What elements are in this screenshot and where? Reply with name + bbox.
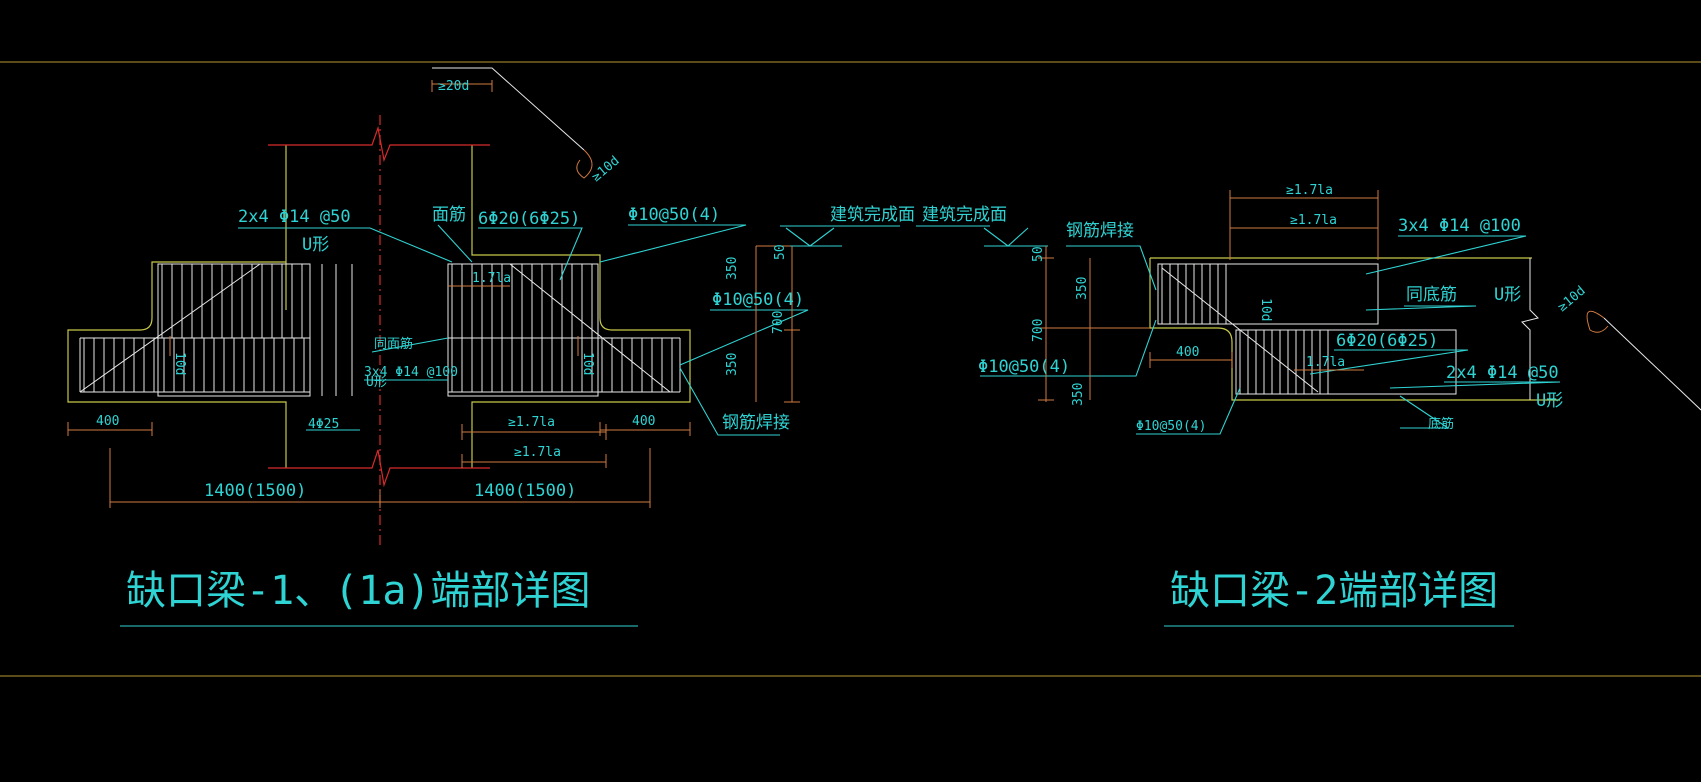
dim-la-inner: 1.7la [1306,355,1345,370]
label-weld-1: 钢筋焊接 [722,413,790,433]
label-u-shape-top: U形 [1494,285,1521,305]
detail-2: 建筑完成面 钢筋焊接 3x4 Φ14 @100 U形 同底筋 6Φ20(6Φ25… [916,183,1701,627]
label-10d-2: 10d [1258,298,1273,321]
dim-1400-left: 1400(1500) [204,481,306,501]
hook-bend-2 [1586,310,1609,333]
leader-u-top [1365,235,1527,275]
finished-surface-symbol-1 [770,225,900,247]
dim-50: 50 [773,244,788,260]
label-stirrup-2: Φ10@50(4) [978,357,1070,377]
rebar-cage-left [79,263,311,397]
label-same-bottom: 同底筋 [1406,285,1457,305]
dim-la-2: ≥1.7la [514,445,561,460]
label-finished-surface-2: 建筑完成面 [922,205,1007,225]
dim-350-bot-2: 350 [1071,383,1086,406]
label-u-shape: U形 [302,235,329,255]
break-line-2 [1521,258,1539,400]
dim-400-2: 400 [1176,345,1199,360]
leader-u-bottom [1389,381,1561,389]
hook-leader-2 [1603,317,1701,411]
dim-350-top-2: 350 [1075,277,1090,300]
dimensions-1 [67,245,800,508]
label-u-shape-bottom: U形 [1536,391,1563,411]
label-main-bar-2: 6Φ20(6Φ25) [1336,331,1438,351]
leader-weld-2 [1066,245,1157,291]
dim-20d [431,80,493,92]
rebar-cage-right [447,263,681,397]
dim-50-2: 50 [1031,246,1046,262]
label-bottom-bar: 4Φ25 [308,417,339,432]
hook-leader [432,67,585,151]
leader-stirrup-small [1136,387,1241,435]
label-hook-len: ≥20d [438,79,469,94]
label-finished-surface-1: 建筑完成面 [830,205,915,225]
label-u-bottom-shape: U形 [366,375,387,390]
beam-outline-1 [67,145,691,468]
label-top-bar: 面筋 [432,205,466,225]
leader-same-bottom [1365,305,1477,311]
dim-la-mid: ≥1.7la [1290,213,1337,228]
dim-400-right: 400 [632,414,655,429]
leader-stirrup-top [599,224,747,263]
dim-350-bot: 350 [725,353,740,376]
label-hook-note: ≥10d [589,153,623,185]
label-weld-2: 钢筋焊接 [1066,221,1134,241]
leader-stirrup-2 [980,319,1157,377]
dim-350-top: 350 [725,257,740,280]
leader-same-top [371,337,449,353]
detail-1: 2x4 Φ14 @50 U形 面筋 6Φ20(6Φ25) Φ10@50(4) Φ… [67,67,915,627]
finished-surface-symbol-2 [916,225,1048,247]
label-bottom-bar-2: 底筋 [1428,416,1454,432]
dim-1400-right: 1400(1500) [474,481,576,501]
label-main-bar: 6Φ20(6Φ25) [478,209,580,229]
label-u-bottom-2: 2x4 Φ14 @50 [1446,363,1559,383]
leader-u-stirrup [238,227,453,263]
dim-700: 700 [771,311,786,334]
label-u-bottom: 3x4 Φ14 @100 [364,365,458,380]
break-line-top [268,125,490,163]
dim-700-2: 700 [1031,319,1046,342]
leader-top-bar [437,224,473,263]
beam-outline-2 [1149,257,1560,401]
label-u-stirrup: 2x4 Φ14 @50 [238,207,351,227]
title-detail-2: 缺口梁-2端部详图 [1170,568,1498,614]
label-10d-b: 10d [580,352,595,375]
dim-400-left: 400 [96,414,119,429]
leader-main-bar-2 [1309,349,1469,375]
hook-bend [576,149,593,179]
label-stirrup-small: Φ10@50(4) [1136,419,1206,434]
rebar-cage-2 [1157,263,1457,395]
dim-la-3: 1.7la [472,271,511,286]
break-line-bottom [268,449,490,488]
title-detail-1: 缺口梁-1、(1a)端部详图 [126,568,591,614]
label-stirrup-top: Φ10@50(4) [628,205,720,225]
leader-bottom-bar-2 [1399,395,1450,429]
leader-weld [679,367,780,436]
dim-la-1: ≥1.7la [508,415,555,430]
dimensions-2 [1036,190,1379,402]
leader-stirrup-mid [679,309,809,366]
label-hook-note-2: ≥10d [1555,283,1589,315]
leader-main-bar [478,227,583,281]
label-u-top: 3x4 Φ14 @100 [1398,216,1521,236]
dim-la-top: ≥1.7la [1286,183,1333,198]
label-10d-a: 10d [172,352,187,375]
label-same-top-bar: 同面筋 [374,336,413,352]
label-stirrup-mid: Φ10@50(4) [712,290,804,310]
